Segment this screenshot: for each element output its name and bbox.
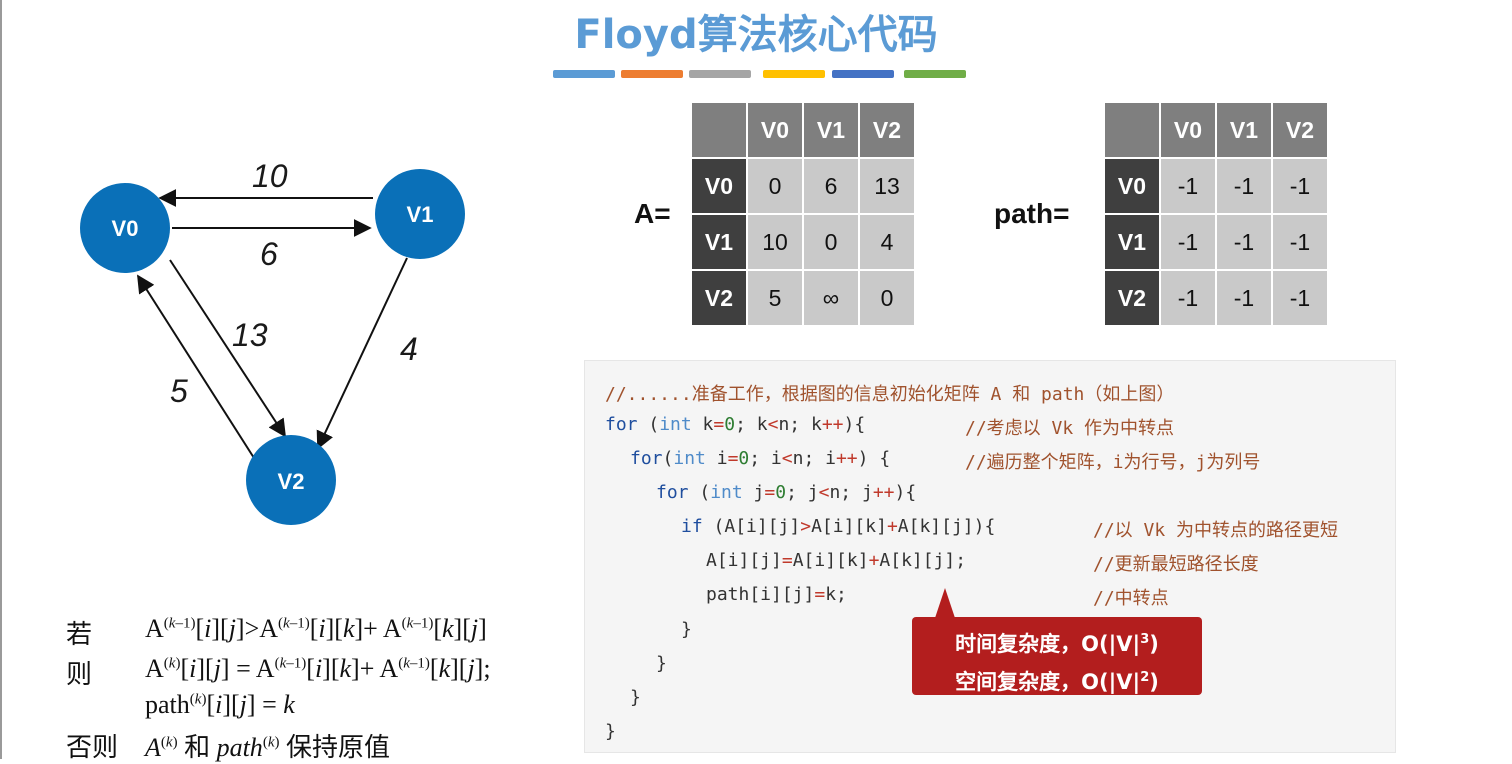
code-line: if (A[i][j]>A[i][k]+A[k][j]){ (681, 516, 996, 537)
title-bar-4 (763, 70, 825, 78)
code-line: } (605, 721, 616, 742)
matrix-a-cell: 10 (746, 213, 804, 271)
edge-v2-v0 (137, 274, 255, 459)
code-line: for(int i=0; i<n; i++) { (630, 448, 891, 469)
matrix-path-corner (1103, 101, 1161, 159)
matrix-a-col-header: V1 (802, 101, 860, 159)
matrix-path-row-header: V0 (1103, 157, 1161, 215)
code-line: for (int j=0; j<n; j++){ (656, 482, 917, 503)
matrix-path-col-header: V0 (1159, 101, 1217, 159)
matrix-a-cell: 0 (802, 213, 860, 271)
matrix-path-cell: -1 (1215, 157, 1273, 215)
matrix-path-label: path= (994, 198, 1070, 229)
page-title: Floyd算法核心代码 (574, 12, 938, 58)
space-complexity: 空间复杂度，O(|V|2) (955, 670, 1159, 694)
matrix-path-row-header: V2 (1103, 269, 1161, 327)
matrix-path-cell: -1 (1159, 157, 1217, 215)
left-border (0, 0, 2, 759)
matrix-path-col-header: V1 (1215, 101, 1273, 159)
formula-if-expr: A(k–1)[i][j]>A(k–1)[i][k]+ A(k–1)[k][j] (145, 614, 487, 643)
matrix-path-row-header: V1 (1103, 213, 1161, 271)
matrix-path: V0 V1 V2 V0 -1 -1 -1 V1 -1 -1 -1 V2 -1 -… (1103, 101, 1329, 327)
code-line: //......准备工作，根据图的信息初始化矩阵 A 和 path（如上图） (605, 380, 1174, 406)
matrix-path-col-header: V2 (1271, 101, 1329, 159)
matrix-a-cell: 5 (746, 269, 804, 327)
callout-pointer (935, 588, 955, 618)
matrix-a-col-header: V0 (746, 101, 804, 159)
matrix-path-cell: -1 (1271, 269, 1329, 327)
matrix-a-col-header: V2 (858, 101, 916, 159)
node-label-v2: V2 (278, 469, 305, 494)
edge-label-5: 5 (170, 373, 188, 409)
edge-label-4: 4 (400, 331, 418, 367)
matrix-path-cell: -1 (1271, 213, 1329, 271)
code-line: } (681, 619, 692, 640)
node-v0 (80, 183, 170, 273)
formula-else-expr: A(k) 和 path(k) 保持原值 (145, 733, 390, 762)
code-line: path[i][j]=k; (706, 584, 847, 605)
node-label-v1: V1 (407, 202, 434, 227)
matrix-path-cell: -1 (1215, 269, 1273, 327)
graph-diagram: V0 V1 V2 10 6 13 4 5 (80, 158, 465, 525)
edge-v0-v2 (169, 259, 286, 438)
title-bar-6 (904, 70, 966, 78)
matrix-a-corner (690, 101, 748, 159)
formula-then-expr: A(k)[i][j] = A(k–1)[i][k]+ A(k–1)[k][j]; (145, 654, 491, 683)
matrix-a-cell: 4 (858, 213, 916, 271)
code-comment: //......准备工作，根据图的信息初始化矩阵 A 和 path（如上图） (605, 384, 1175, 405)
title-bar-3 (689, 70, 751, 78)
formula-else-label: 否则 (66, 733, 119, 762)
matrix-a-cell: 13 (858, 157, 916, 215)
matrix-a: V0 V1 V2 V0 0 6 13 V1 10 0 4 V2 5 ∞ 0 (690, 101, 916, 327)
title-bar-5 (832, 70, 894, 78)
code-line: } (656, 653, 667, 674)
matrix-a-row-header: V2 (690, 269, 748, 327)
title-bar-2 (621, 70, 683, 78)
matrix-a-cell: 6 (802, 157, 860, 215)
matrix-a-cell: 0 (858, 269, 916, 327)
matrix-path-cell: -1 (1215, 213, 1273, 271)
code-comment: //遍历整个矩阵，i为行号，j为列号 (965, 452, 1261, 473)
matrix-a-cell: 0 (746, 157, 804, 215)
edge-label-13: 13 (232, 317, 268, 353)
code-line: A[i][j]=A[i][k]+A[k][j]; (706, 550, 967, 571)
matrix-a-label: A= (634, 198, 671, 229)
formula-then-label: 则 (66, 660, 93, 689)
title-bar-1 (553, 70, 615, 78)
matrix-path-cell: -1 (1159, 213, 1217, 271)
matrix-path-cell: -1 (1159, 269, 1217, 327)
complexity-callout: 时间复杂度，O(|V|3) 空间复杂度，O(|V|2) (912, 617, 1202, 695)
node-label-v0: V0 (112, 216, 139, 241)
node-v2 (246, 435, 336, 525)
edge-label-10: 10 (252, 158, 288, 194)
formula-if-label: 若 (66, 620, 93, 649)
code-comment: //考虑以 Vk 作为中转点 (965, 418, 1175, 439)
formula-path-expr: path(k)[i][j] = k (145, 690, 295, 719)
edge-label-6: 6 (260, 236, 278, 272)
node-v1 (375, 169, 465, 259)
matrix-a-row-header: V0 (690, 157, 748, 215)
matrix-a-row-header: V1 (690, 213, 748, 271)
code-line: for (int k=0; k<n; k++){ (605, 414, 866, 435)
time-complexity: 时间复杂度，O(|V|3) (955, 632, 1159, 656)
matrix-path-cell: -1 (1271, 157, 1329, 215)
edge-v1-v2 (316, 257, 408, 450)
code-comment: //以 Vk 为中转点的路径更短 (1093, 520, 1339, 541)
matrix-a-cell: ∞ (802, 269, 860, 327)
code-line: } (630, 687, 641, 708)
code-comment: //更新最短路径长度 (1093, 554, 1259, 575)
code-comment: //中转点 (1093, 588, 1169, 609)
